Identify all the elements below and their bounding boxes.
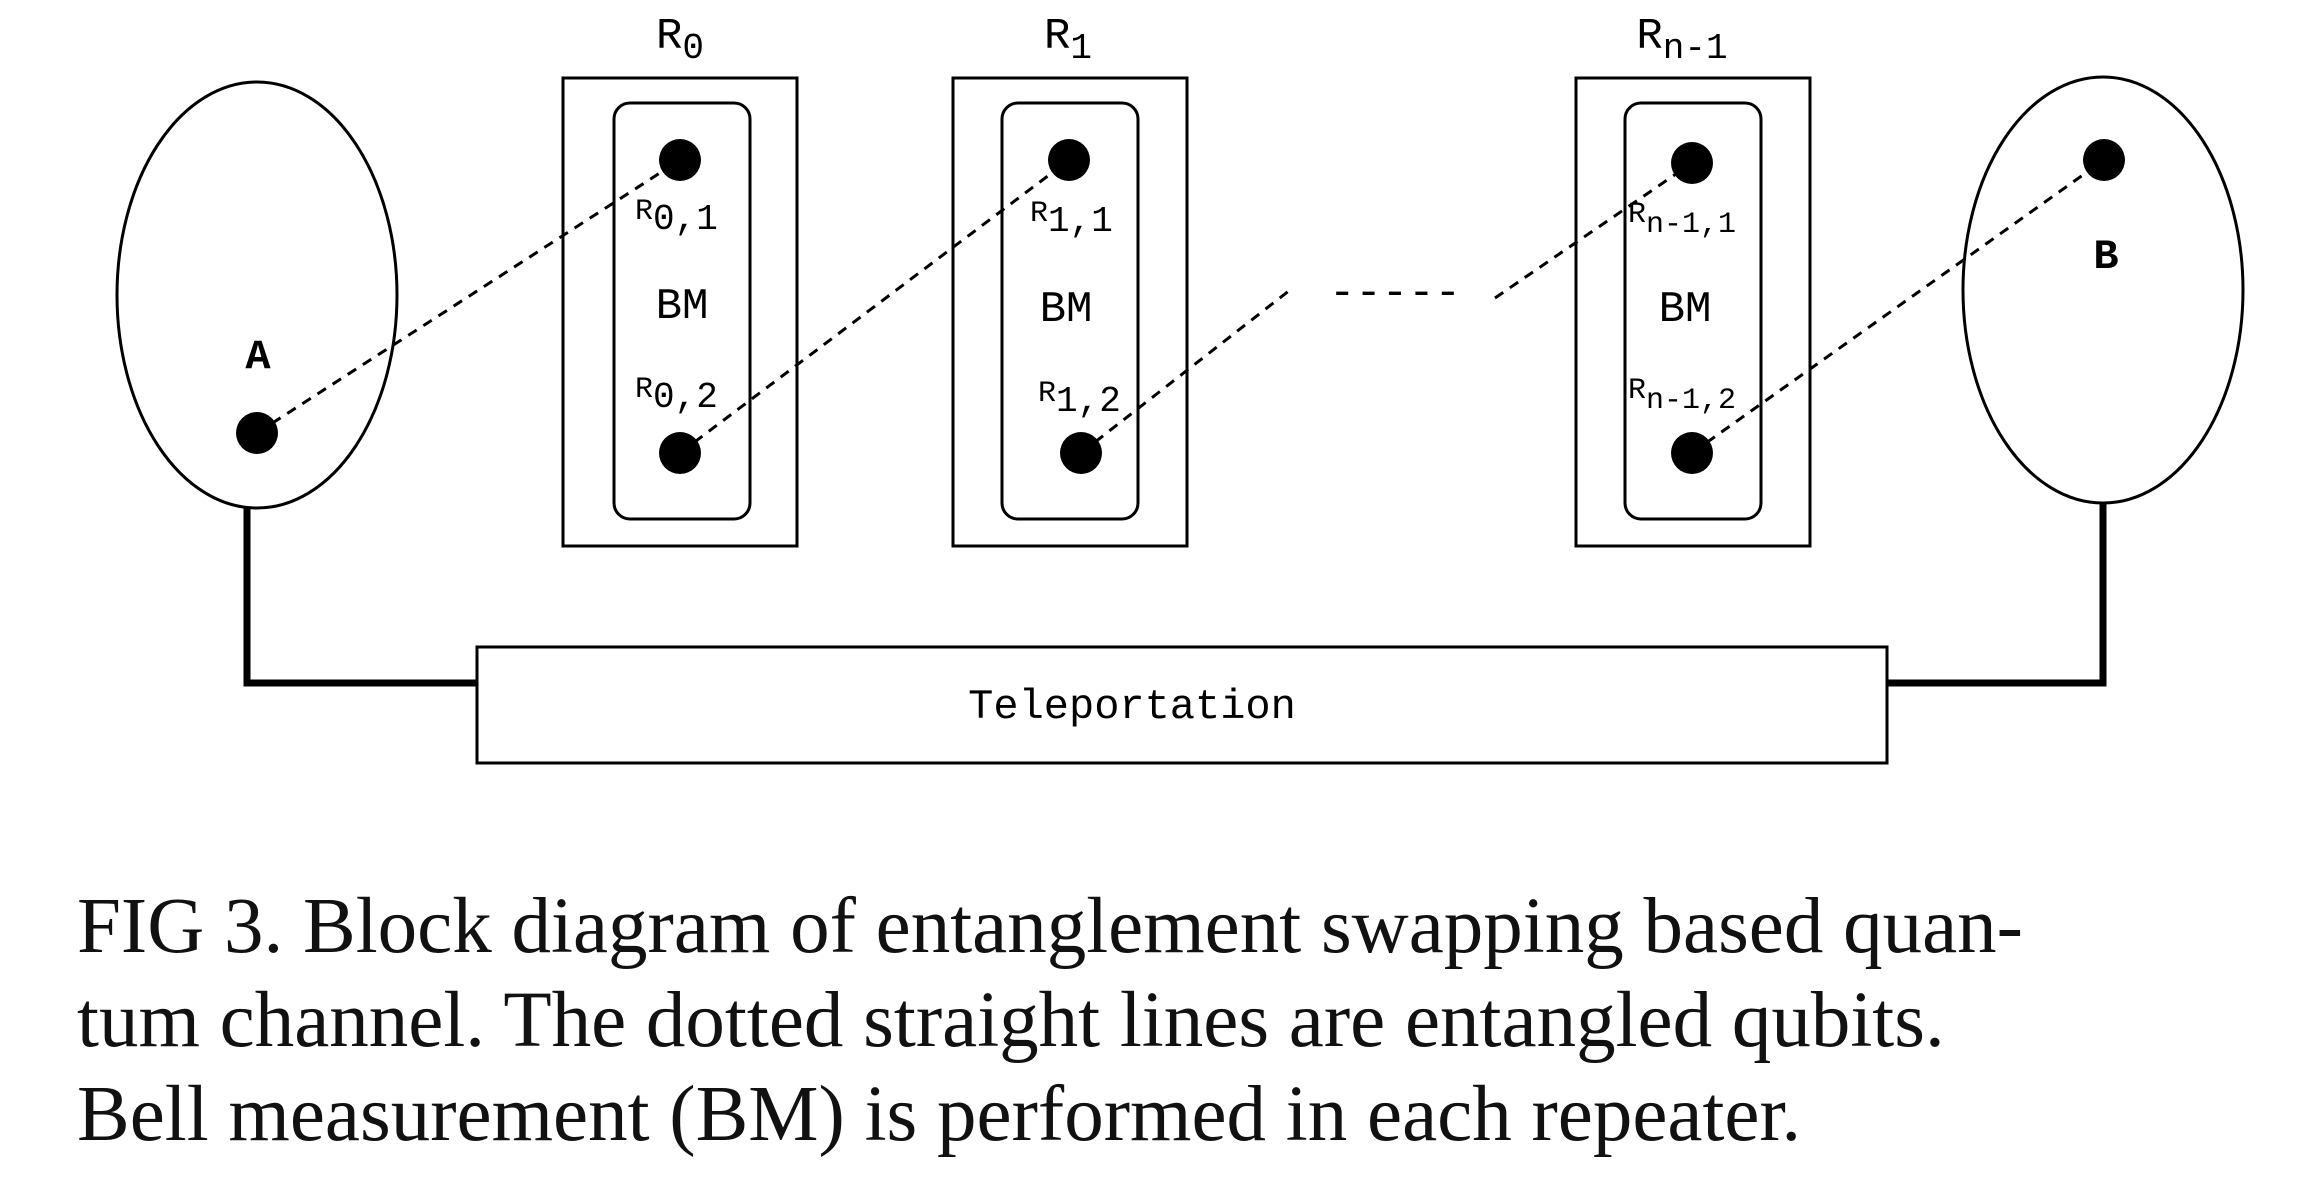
node-b: B [1961,75,2245,505]
repeater-title: R0 [656,12,704,69]
caption-line: tum channel. The dotted straight lines a… [77,977,1945,1064]
connector-b [1887,503,2107,687]
repeater-title: R1 [1044,12,1092,69]
repeater-outer-box [1574,76,1812,548]
qubit-top [659,139,701,181]
repeater-title: Rn-1 [1636,12,1727,69]
entanglement-line [679,158,1070,455]
repeater-inner-box [612,101,752,521]
repeater-outer-box [561,76,799,548]
qubit-bottom-label: R0,2 [635,373,718,418]
repeater-r1: R1 R1,1 BM R1,2 [951,12,1189,548]
teleportation-channel: Teleportation [243,503,2107,765]
repeater-inner-box [1000,101,1140,521]
entanglement-line [1494,161,1693,300]
teleportation-box [475,645,1889,765]
qubit-bottom-label: R1,2 [1038,377,1121,422]
ellipsis-dashes: ----- [1329,269,1461,319]
teleportation-label: Teleportation [968,683,1296,731]
caption-line: FIG 3. Block diagram of entanglement swa… [77,883,2023,970]
repeater-r0: R0 R0,1 BM R0,2 [561,12,799,548]
bm-label: BM [1659,285,1712,335]
entanglement-line [256,158,681,435]
node-a: A [115,80,399,510]
qubit-top-label: Rn-1,1 [1628,198,1736,242]
repeater-rn-1: Rn-1 Rn-1,1 BM Rn-1,2 [1574,12,1812,548]
node-b-label: B [2093,233,2118,281]
connector-a [243,508,477,687]
entanglement-line [1691,158,2105,455]
caption-line: Bell measurement (BM) is performed in ea… [77,1071,1802,1158]
repeater-outer-box [951,76,1189,548]
entanglement-line [1080,288,1291,455]
qubit-top-label: R1,1 [1030,197,1113,242]
node-a-label: A [245,333,271,381]
node-a-ellipse [115,80,399,510]
entanglement-swapping-diagram: A B R0 R0,1 BM R0,2 R1 R1,1 BM R1,2 Rn-1 [115,12,2245,765]
entanglement-lines [256,158,2105,455]
bm-label: BM [1040,285,1093,335]
bm-label: BM [656,282,709,332]
qubit-top-label: R0,1 [635,195,718,240]
repeater-inner-box [1623,101,1763,521]
figure-caption: FIG 3. Block diagram of entanglement swa… [77,880,2277,1162]
qubit-bottom-label: Rn-1,2 [1628,374,1736,418]
